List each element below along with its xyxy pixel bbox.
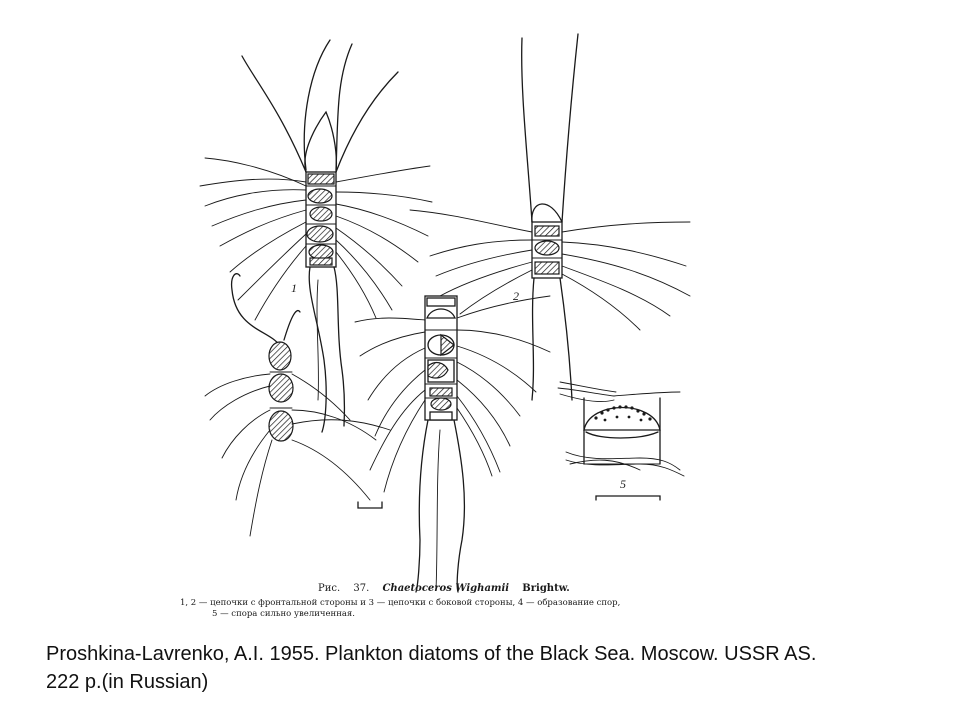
svg-text:Рис. 37. Chaetocer: Рис. 37. Chaetoceros Wighamii Brightw. xyxy=(318,583,570,594)
panel-5-enlarged-spore xyxy=(557,381,685,501)
panel-label-5: 5 xyxy=(620,477,626,491)
figure-caption: Рис. 37. Chaetoceros Wighamii Brightw. 1… xyxy=(180,583,620,619)
caption-number: 37. xyxy=(353,583,369,594)
panel-label-1: 1 xyxy=(291,281,297,295)
citation-line-1: Proshkina-Lavrenko, A.I. 1955. Plankton … xyxy=(46,643,817,665)
citation-line-2: 222 p.(in Russian) xyxy=(46,671,209,693)
chain-1-frontal-view xyxy=(199,39,433,433)
caption-species: Chaetoceros Wighamii xyxy=(382,583,509,594)
chain-4-spore-formation xyxy=(354,295,551,593)
chain-3-side-view xyxy=(204,273,391,537)
caption-prefix: Рис. xyxy=(318,583,340,594)
citation: Proshkina-Lavrenko, A.I. 1955. Plankton … xyxy=(46,640,926,696)
caption-line-2: 1, 2 — цепочки с фронтальной стороны и 3… xyxy=(180,597,620,608)
chain-2-frontal-view xyxy=(409,33,691,401)
caption-author: Brightw. xyxy=(522,583,570,594)
panel-label-2: 2 xyxy=(513,289,519,303)
spore-spines xyxy=(594,405,652,422)
caption-line-3: 5 — спора сильно увеличенная. xyxy=(212,609,355,619)
